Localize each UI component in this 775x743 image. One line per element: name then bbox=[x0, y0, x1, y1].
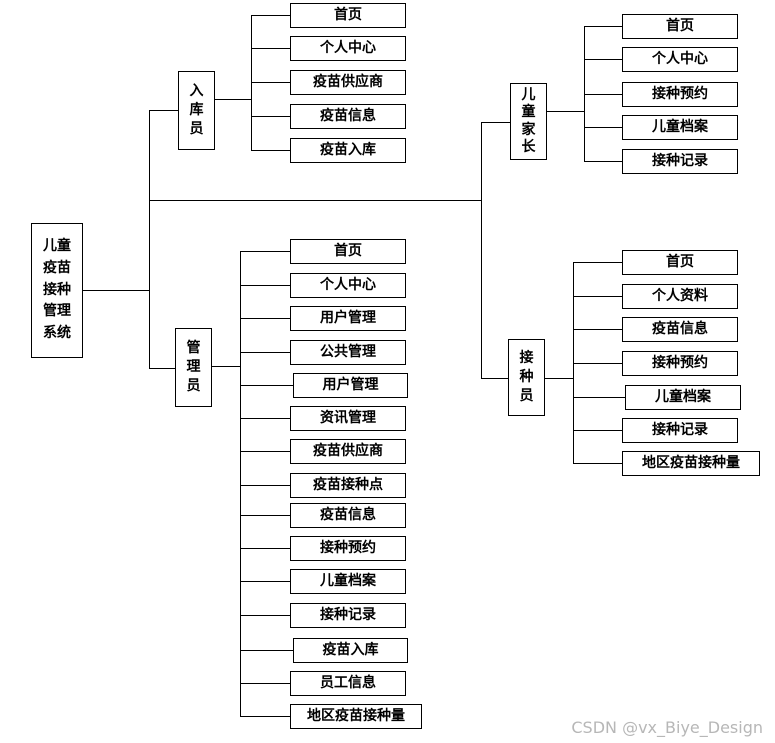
admin-item: 疫苗信息 bbox=[290, 503, 406, 528]
admin-item: 疫苗接种点 bbox=[290, 473, 406, 498]
admin-item: 员工信息 bbox=[290, 671, 406, 696]
connector bbox=[149, 110, 151, 368]
connector bbox=[584, 59, 622, 61]
connector bbox=[212, 366, 241, 368]
connector bbox=[251, 15, 290, 17]
parent-item: 儿童档案 bbox=[622, 115, 738, 140]
connector bbox=[240, 515, 290, 517]
admin-item: 儿童档案 bbox=[290, 569, 406, 594]
connector bbox=[251, 116, 290, 118]
connector bbox=[240, 251, 242, 717]
connector bbox=[251, 48, 290, 50]
admin-item: 接种预约 bbox=[290, 536, 406, 561]
role-label-admin: 管理员 bbox=[186, 340, 201, 394]
connector bbox=[149, 200, 482, 202]
connector bbox=[240, 548, 290, 550]
admin-item: 地区疫苗接种量 bbox=[290, 704, 422, 729]
admin-item: 个人中心 bbox=[290, 273, 406, 298]
connector bbox=[240, 615, 290, 617]
connector bbox=[481, 122, 511, 124]
connector bbox=[240, 451, 290, 453]
connector bbox=[545, 378, 574, 380]
warehouse-item: 疫苗供应商 bbox=[290, 70, 406, 95]
warehouse-item: 疫苗信息 bbox=[290, 104, 406, 129]
vaccinator-item: 首页 bbox=[622, 250, 738, 275]
role-label-parent: 儿童家长 bbox=[521, 86, 536, 156]
connector bbox=[481, 378, 508, 380]
role-node-vaccinator: 接种员 bbox=[508, 339, 545, 416]
connector bbox=[240, 485, 290, 487]
connector bbox=[573, 262, 575, 463]
root-node: 儿童疫苗接种管理系统 bbox=[31, 223, 83, 358]
connector bbox=[573, 296, 622, 298]
connector bbox=[240, 716, 290, 718]
warehouse-item: 疫苗入库 bbox=[290, 138, 406, 163]
connector bbox=[149, 110, 179, 112]
vaccinator-item: 个人资料 bbox=[622, 284, 738, 309]
root-label: 儿童疫苗接种管理系统 bbox=[37, 236, 77, 344]
connector bbox=[240, 385, 293, 387]
role-node-admin: 管理员 bbox=[175, 328, 212, 407]
parent-item: 首页 bbox=[622, 14, 738, 39]
connector bbox=[240, 650, 293, 652]
parent-item: 接种记录 bbox=[622, 149, 738, 174]
connector bbox=[251, 150, 290, 152]
connector bbox=[240, 683, 290, 685]
admin-item: 用户管理 bbox=[290, 306, 406, 331]
connector bbox=[573, 363, 622, 365]
connector bbox=[240, 418, 290, 420]
admin-item: 资讯管理 bbox=[290, 406, 406, 431]
vaccinator-item: 接种预约 bbox=[622, 351, 738, 376]
admin-item: 首页 bbox=[290, 239, 406, 264]
connector bbox=[573, 463, 622, 465]
connector bbox=[149, 368, 176, 370]
vaccinator-item: 儿童档案 bbox=[625, 385, 741, 410]
vaccinator-item: 接种记录 bbox=[622, 418, 738, 443]
connector bbox=[573, 397, 625, 399]
connector bbox=[251, 82, 290, 84]
parent-item: 个人中心 bbox=[622, 47, 738, 72]
admin-item: 公共管理 bbox=[290, 340, 406, 365]
admin-item: 接种记录 bbox=[290, 603, 406, 628]
connector bbox=[83, 290, 150, 292]
warehouse-item: 个人中心 bbox=[290, 36, 406, 61]
connector bbox=[547, 111, 585, 113]
admin-item: 疫苗入库 bbox=[293, 638, 408, 663]
role-label-warehouse: 入库员 bbox=[189, 83, 204, 137]
vaccinator-item: 地区疫苗接种量 bbox=[622, 451, 760, 476]
connector bbox=[240, 318, 290, 320]
parent-item: 接种预约 bbox=[622, 82, 738, 107]
connector bbox=[584, 26, 586, 161]
watermark: CSDN @vx_Biye_Design bbox=[571, 718, 763, 737]
connector bbox=[584, 26, 622, 28]
role-node-parent: 儿童家长 bbox=[510, 83, 547, 160]
connector bbox=[584, 94, 622, 96]
connector bbox=[240, 251, 290, 253]
admin-item: 用户管理 bbox=[293, 373, 408, 398]
role-node-warehouse: 入库员 bbox=[178, 71, 215, 150]
root-label-text: 儿童疫苗接种管理系统 bbox=[43, 238, 71, 342]
connector bbox=[584, 161, 622, 163]
admin-item: 疫苗供应商 bbox=[290, 439, 406, 464]
role-label-vaccinator: 接种员 bbox=[519, 350, 534, 404]
connector bbox=[584, 127, 622, 129]
connector bbox=[481, 122, 483, 379]
connector bbox=[573, 262, 622, 264]
connector bbox=[215, 99, 252, 101]
vaccinator-item: 疫苗信息 bbox=[622, 317, 738, 342]
connector bbox=[240, 352, 290, 354]
connector bbox=[240, 285, 290, 287]
warehouse-item: 首页 bbox=[290, 3, 406, 28]
connector bbox=[573, 329, 622, 331]
connector bbox=[240, 581, 290, 583]
connector bbox=[573, 430, 622, 432]
